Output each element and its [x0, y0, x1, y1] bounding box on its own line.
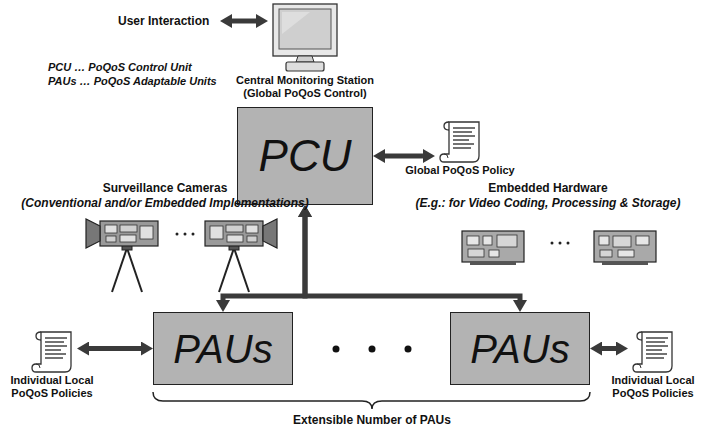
double-arrow-connector: [223, 217, 305, 300]
process-box: PAUs: [153, 312, 293, 385]
policy-caption: Global PoQoS Policy: [405, 164, 514, 177]
box-title: PAUs: [173, 327, 272, 371]
box-title: PCU: [259, 132, 352, 180]
monitor-icon: [270, 2, 340, 74]
annotation-label: PCU … PoQoS Control Unit: [48, 60, 192, 74]
station-caption: Central Monitoring Station: [236, 74, 374, 87]
annotation-label: (E.g.: for Video Coding, Processing & St…: [416, 196, 681, 210]
process-box: PAUs: [450, 312, 590, 385]
annotation-label: (Conventional and/or Embedded Implementa…: [21, 196, 308, 210]
annotation-label: PAUs … PoQoS Adaptable Units: [48, 74, 217, 88]
scroll-icon: [631, 328, 675, 374]
annotation-label: Embedded Hardware: [488, 181, 607, 195]
station-caption: (Global PoQoS Control): [236, 87, 374, 100]
scroll-icon: [438, 118, 482, 164]
double-arrow-connector: [305, 217, 520, 300]
camera-icon: [205, 219, 277, 292]
policy-document: Individual Local PoQoS Policies: [4, 328, 100, 400]
circuit-board-icon: [594, 231, 656, 265]
double-arrow-connector: [385, 154, 423, 159]
ellipsis-dots: [551, 242, 570, 245]
ellipsis-dots: [333, 346, 412, 353]
annotation-label: User Interaction: [118, 14, 209, 28]
policy-document: Individual Local PoQoS Policies: [605, 328, 701, 400]
monitor-station: Central Monitoring Station(Global PoQoS …: [236, 2, 374, 100]
ellipsis-dots: [176, 233, 195, 236]
circuit-board-icon: [462, 231, 524, 265]
policy-caption: Individual Local PoQoS Policies: [605, 374, 701, 400]
annotation-label: Surveillance Cameras: [103, 181, 228, 195]
double-arrow-connector: [602, 346, 616, 351]
annotation-label: Extensible Number of PAUs: [293, 413, 451, 427]
policy-caption: Individual Local PoQoS Policies: [4, 374, 100, 400]
camera-icon: [86, 219, 158, 292]
group-brace: [153, 392, 590, 409]
scroll-icon: [30, 328, 74, 374]
policy-document: Global PoQoS Policy: [405, 118, 514, 177]
double-arrow-connector: [89, 346, 141, 351]
interaction-arrow: [232, 19, 256, 24]
process-box: PCU: [237, 107, 373, 205]
box-title: PAUs: [470, 327, 569, 371]
